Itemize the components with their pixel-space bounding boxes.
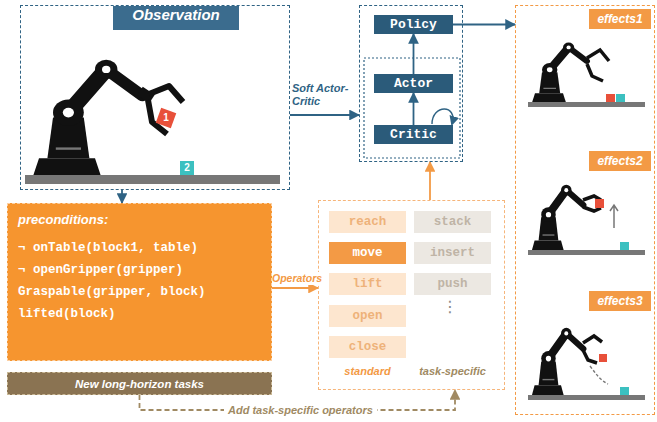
block-2 <box>180 161 194 175</box>
effects-panel: effects1 effects2 effects3 <box>515 5 655 415</box>
node-text: Critic <box>390 127 437 142</box>
illustration-part <box>620 242 629 250</box>
robot-arm <box>33 60 142 175</box>
illustration-part <box>599 354 607 362</box>
edge-label: Add task-specific operators <box>224 404 377 417</box>
node-text: ¬ openGripper(gripper) <box>18 259 261 281</box>
operator-cell: open <box>329 305 406 327</box>
critic-box: Critic <box>374 125 453 144</box>
node-text: effects2 <box>597 154 642 168</box>
node-text: Actor <box>394 76 433 91</box>
illustration-part <box>587 50 609 61</box>
node-text: ¬ onTable(block1, table) <box>18 237 261 259</box>
connector <box>429 162 431 200</box>
illustration-part <box>587 64 603 81</box>
illustration-part <box>610 205 618 228</box>
callout-number: 1 <box>158 111 174 125</box>
operator-cell: move <box>329 242 406 264</box>
edge-label: Soft Actor-Critic <box>292 82 358 108</box>
illustration-part <box>616 94 625 102</box>
illustration-part <box>583 350 597 363</box>
critic-loop <box>432 109 453 124</box>
operator-cell: insert <box>414 242 491 264</box>
node-text: move <box>352 246 382 260</box>
node-text: effects3 <box>597 294 642 308</box>
operator-cell: close <box>329 336 406 358</box>
observation-panel: Observation <box>20 5 290 190</box>
block-1 <box>156 108 177 129</box>
task-box: New long-horizon tasks <box>7 372 272 395</box>
connector <box>272 287 318 289</box>
effects-tab: effects2 <box>589 151 651 171</box>
connector <box>413 34 415 74</box>
edge-label: Operators <box>272 272 322 285</box>
operator-cell: lift <box>329 273 406 295</box>
illustration-part <box>620 387 629 395</box>
effects-tab: effects1 <box>589 9 651 29</box>
illustration-part <box>532 42 587 102</box>
node-text: preconditions: <box>18 212 261 227</box>
rl-panel: PolicyActorCritic <box>359 5 463 162</box>
illustration-part <box>583 336 602 343</box>
node-text: lifted(block) <box>18 303 261 325</box>
node-text: New long-horizon tasks <box>75 378 204 390</box>
node-text: standard <box>329 365 406 377</box>
node-text: reach <box>349 215 387 229</box>
node-text: close <box>349 340 387 354</box>
illustration-part <box>532 185 583 250</box>
illustration-part <box>528 102 645 107</box>
preconditions-box: preconditions: ¬ onTable(block1, table)¬ … <box>7 203 272 361</box>
illustration-part <box>528 250 645 255</box>
node-text: Graspable(gripper, block) <box>18 281 261 303</box>
node-text: insert <box>430 246 475 260</box>
illustration-part <box>590 366 608 384</box>
node-text: Policy <box>390 17 437 32</box>
connector <box>121 190 123 203</box>
effects-tab: effects3 <box>589 291 651 311</box>
node-text: task-specific <box>414 365 491 377</box>
actor-critic-group <box>364 58 460 158</box>
node-text: open <box>352 309 382 323</box>
callout-number: 2 <box>180 161 194 175</box>
illustration-part <box>528 395 645 400</box>
node-text: lift <box>352 277 382 291</box>
node-text: Observation <box>113 6 239 30</box>
node-text: stack <box>434 215 472 229</box>
connector <box>413 93 415 125</box>
node-text: effects1 <box>597 12 642 26</box>
operators-panel: standard task-specific reach stack move inser… <box>318 200 505 390</box>
policy-box: Policy <box>374 15 453 34</box>
illustration-part <box>532 328 583 395</box>
illustration-part <box>606 94 615 102</box>
connector <box>290 114 359 116</box>
operator-cell: push <box>414 273 491 295</box>
more-marker: ⋮ <box>440 294 460 320</box>
operator-cell: reach <box>329 211 406 233</box>
node-text: push <box>437 277 467 291</box>
operator-cell: stack <box>414 211 491 233</box>
illustration-part <box>149 86 183 102</box>
actor-box: Actor <box>374 74 453 93</box>
table <box>25 175 280 184</box>
illustration-part <box>595 199 604 208</box>
